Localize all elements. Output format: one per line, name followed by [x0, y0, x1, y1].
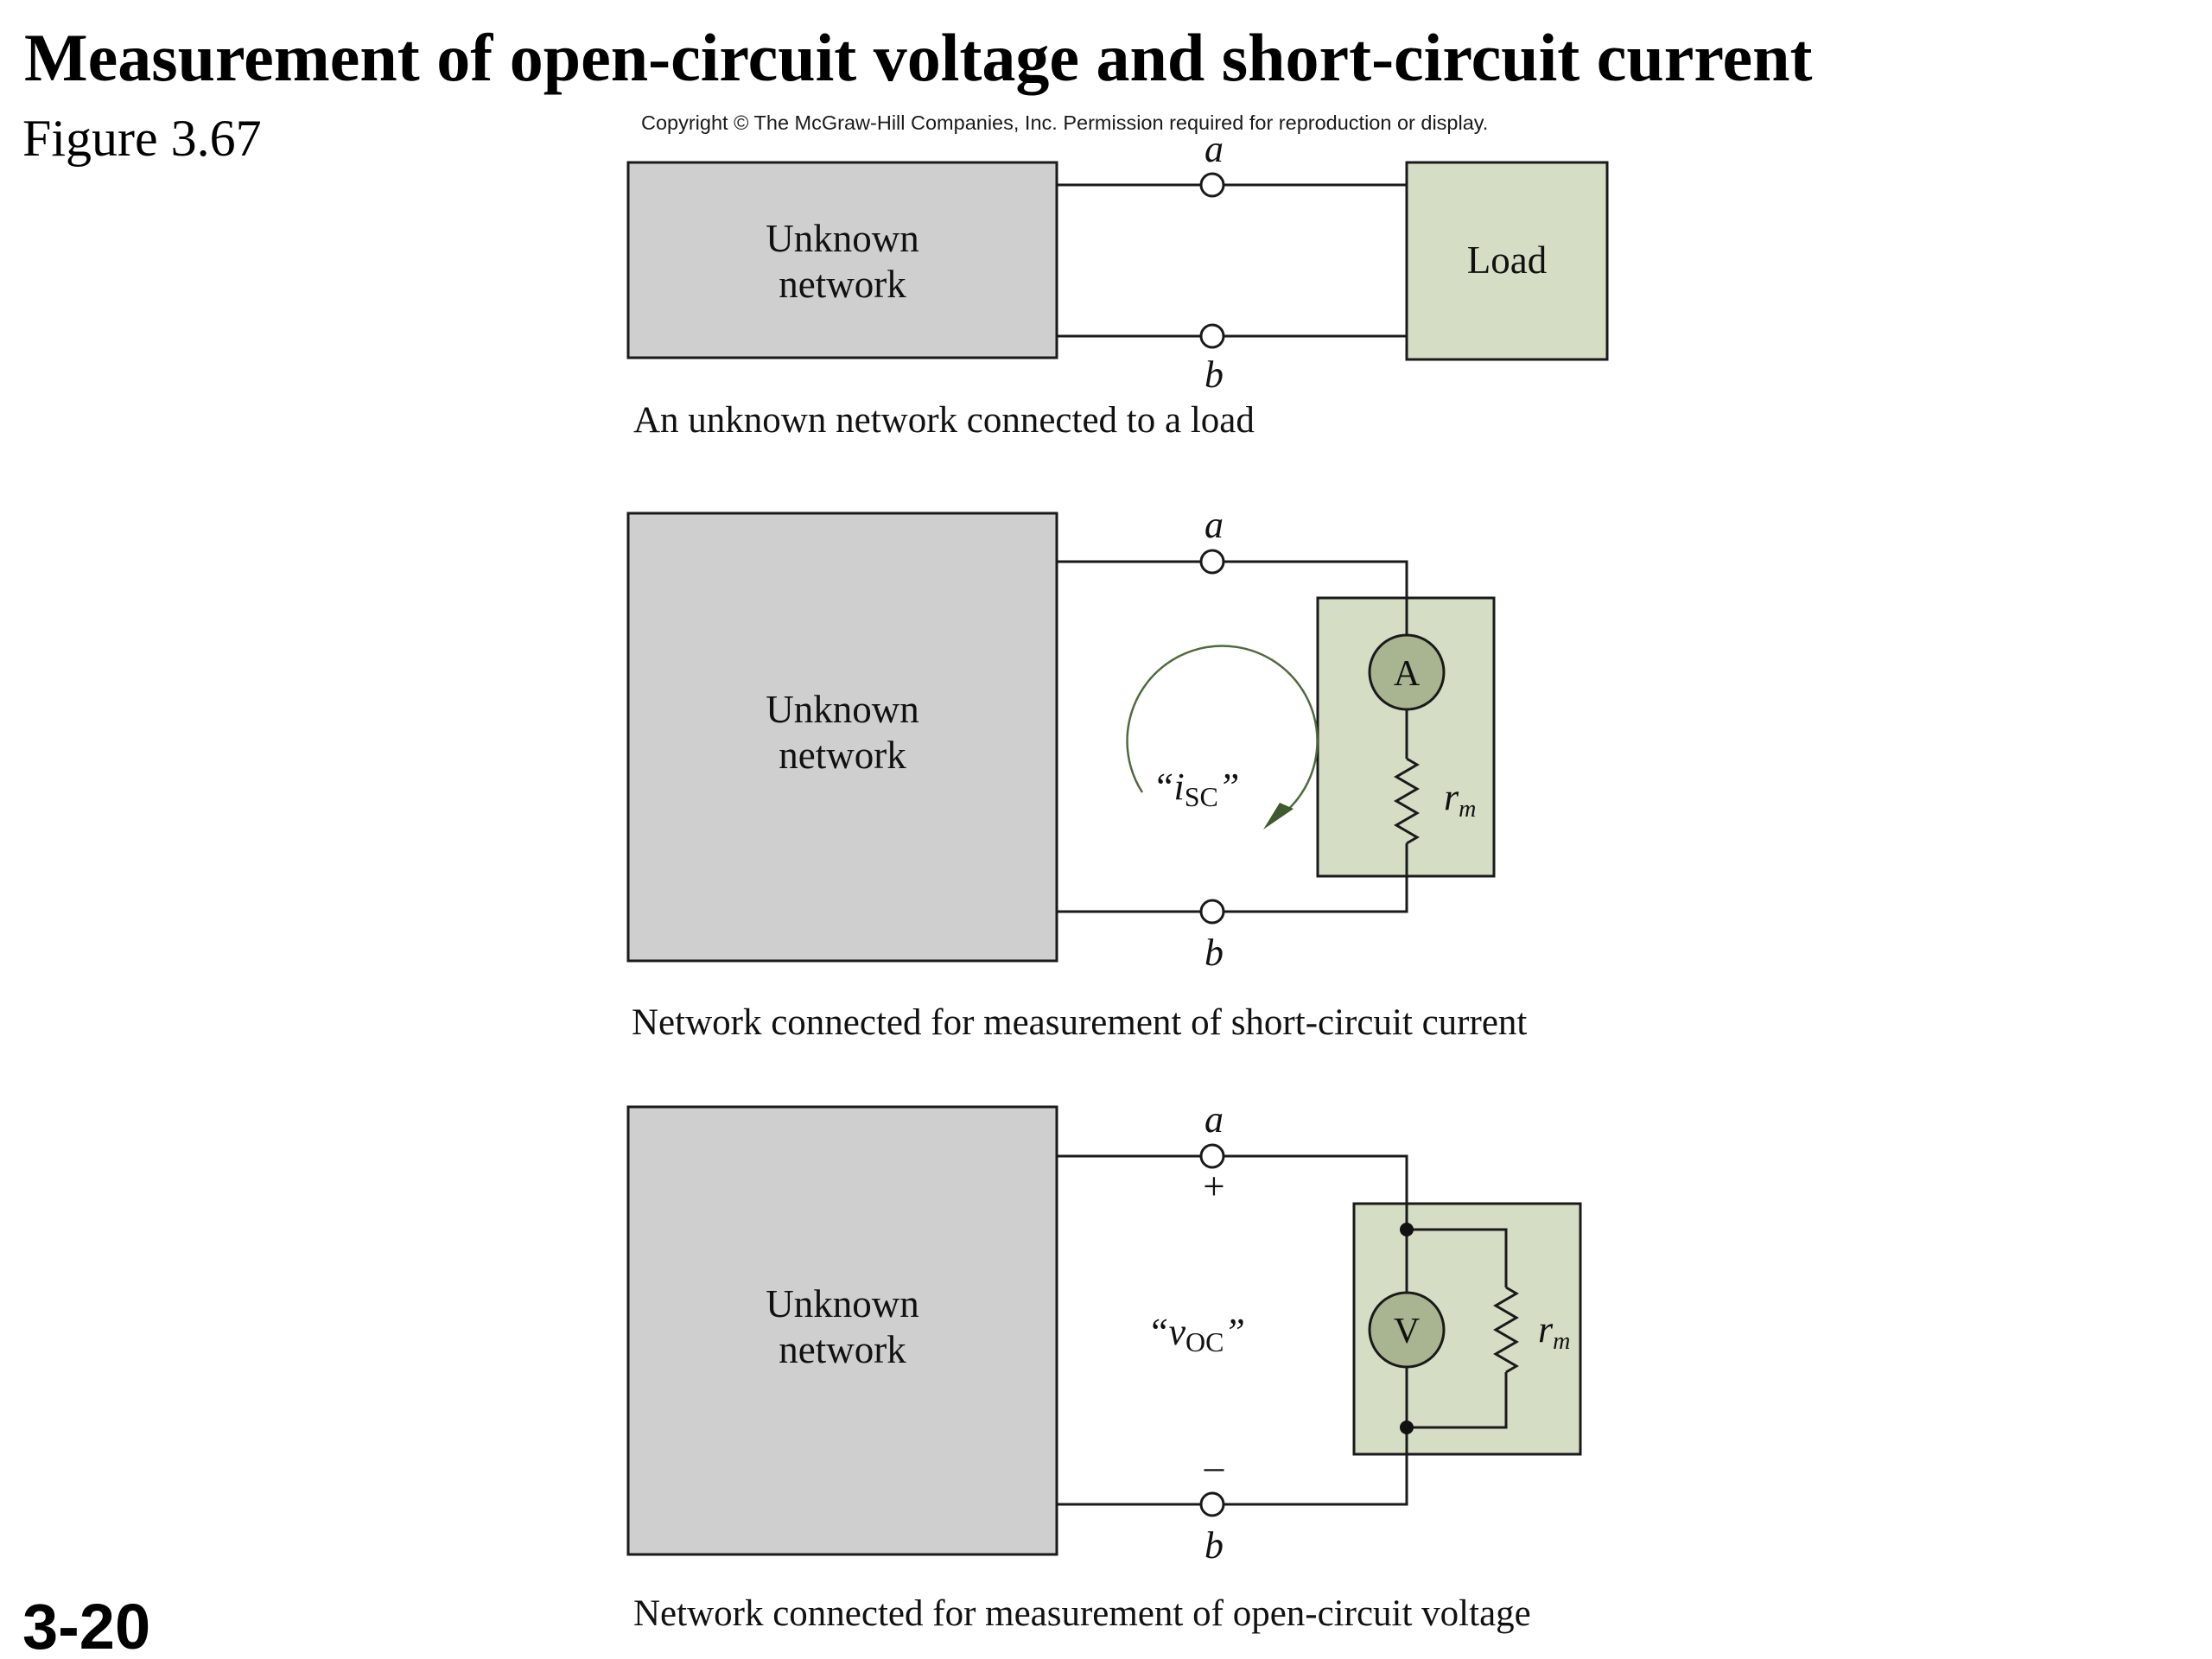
network-label-line2: network — [779, 734, 906, 777]
resistor-label: rm — [1538, 1308, 1570, 1355]
diagram-open-circuit-voltage: Unknown network V rm a b + – “vOC” Netwo… — [626, 1098, 1582, 1634]
network-label-line2: network — [779, 1328, 906, 1371]
copyright-notice: Copyright © The McGraw-Hill Companies, I… — [641, 111, 1488, 134]
terminal-a — [1199, 172, 1225, 198]
wire-bottom-right — [1224, 843, 1408, 913]
junction-top — [1400, 1223, 1414, 1236]
terminal-b — [1199, 1491, 1225, 1517]
voltmeter-circle — [1368, 1291, 1446, 1369]
wire-resistor-bottom — [1407, 1372, 1508, 1429]
diagram-short-circuit-current: Unknown network A rm a b “iSC” Network c… — [626, 504, 1527, 1043]
current-direction-arc — [1126, 645, 1319, 815]
terminal-b-label: b — [1205, 353, 1224, 396]
terminal-a-label: a — [1205, 504, 1224, 546]
voltmeter-symbol: V — [1394, 1312, 1420, 1351]
terminal-b-label: b — [1205, 931, 1224, 974]
slide-number: 3-20 — [22, 1591, 150, 1659]
voltmeter-box — [1352, 1202, 1582, 1456]
caption-1: An unknown network connected to a load — [633, 400, 1255, 441]
short-circuit-current-label: “iSC” — [1153, 766, 1239, 812]
terminal-b — [1199, 323, 1225, 349]
page-title: Measurement of open-circuit voltage and … — [24, 20, 1813, 95]
terminal-b-label: b — [1205, 1524, 1224, 1567]
network-label-line1: Unknown — [766, 1282, 919, 1325]
network-label-line1: Unknown — [766, 688, 919, 731]
load-label: Load — [1467, 238, 1547, 282]
terminal-b — [1199, 899, 1225, 925]
terminal-a — [1199, 1143, 1225, 1169]
current-arrowhead-icon — [1263, 803, 1294, 830]
terminal-a-label: a — [1205, 1098, 1224, 1141]
network-label-line1: Unknown — [766, 217, 919, 260]
caption-2: Network connected for measurement of sho… — [632, 1002, 1527, 1043]
wire-resistor-top — [1407, 1228, 1508, 1287]
wire-bottom-right — [1224, 1427, 1408, 1506]
terminal-a — [1199, 549, 1225, 575]
junction-bottom — [1400, 1421, 1414, 1434]
wire-top-right — [1224, 1154, 1408, 1230]
wire-top-right — [1224, 560, 1408, 635]
diagram-network-with-load: Unknown network Load a b An unknown netw… — [626, 128, 1609, 441]
load-box — [1405, 161, 1609, 361]
figure-label: Figure 3.67 — [22, 110, 262, 167]
resistor-rm — [1394, 757, 1420, 845]
terminal-a-label: a — [1205, 128, 1224, 170]
caption-3: Network connected for measurement of ope… — [633, 1593, 1531, 1634]
open-circuit-voltage-label: “vOC” — [1147, 1311, 1245, 1357]
resistor-label: rm — [1444, 776, 1476, 823]
resistor-rm — [1493, 1286, 1519, 1374]
ammeter-symbol: A — [1394, 654, 1421, 694]
ammeter-circle — [1368, 633, 1446, 711]
unknown-network-box — [626, 161, 1058, 359]
minus-sign: – — [1204, 1445, 1224, 1488]
network-label-line2: network — [779, 263, 906, 306]
plus-sign: + — [1203, 1165, 1224, 1208]
unknown-network-box — [626, 512, 1058, 963]
unknown-network-box — [626, 1105, 1058, 1556]
